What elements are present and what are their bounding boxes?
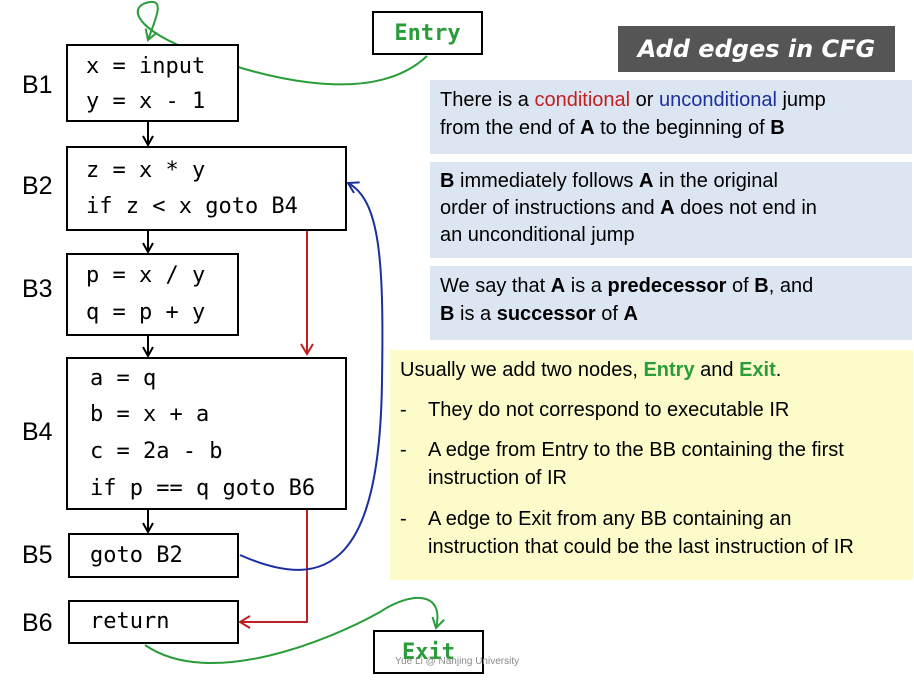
basic-block-b3 bbox=[66, 253, 239, 336]
note-jump: There is a conditional or unconditional … bbox=[430, 80, 912, 154]
block-label-b3: B3 bbox=[22, 275, 53, 303]
code-line: q = p + y bbox=[86, 300, 206, 325]
entry-node: Entry bbox=[372, 11, 483, 55]
basic-block-b4 bbox=[66, 357, 347, 510]
bullet-text: They do not correspond to executable IR bbox=[428, 399, 790, 421]
entry-exit-intro: Usually we add two nodes, Entry and Exit… bbox=[400, 359, 782, 381]
code-line: b = x + a bbox=[90, 402, 210, 427]
code-line: if z < x goto B4 bbox=[86, 194, 298, 219]
block-label-b6: B6 bbox=[22, 609, 53, 637]
block-label-b5: B5 bbox=[22, 541, 53, 569]
code-line: x = input bbox=[86, 54, 206, 79]
bullet-text: A edge to Exit from any BB containing an bbox=[428, 508, 792, 530]
note-follows: B immediately follows A in the original … bbox=[430, 162, 912, 258]
note-predecessor: We say that A is a predecessor of B, and… bbox=[430, 266, 912, 340]
entry-exit-note bbox=[390, 350, 913, 580]
slide-title: Add edges in CFG bbox=[618, 26, 895, 72]
block-label-b2: B2 bbox=[22, 172, 53, 200]
bullet-dash: - bbox=[400, 439, 407, 461]
code-line: z = x * y bbox=[86, 158, 206, 183]
block-label-b1: B1 bbox=[22, 71, 53, 99]
code-line: if p == q goto B6 bbox=[90, 476, 316, 501]
bullet-dash: - bbox=[400, 508, 407, 530]
exit-node: Exit bbox=[373, 630, 484, 674]
basic-block-b5 bbox=[68, 533, 239, 578]
bullet-text: instruction of IR bbox=[428, 467, 567, 489]
code-line: return bbox=[90, 609, 170, 634]
code-line: a = q bbox=[90, 366, 157, 391]
bullet-text: A edge from Entry to the BB containing t… bbox=[428, 439, 844, 461]
edge-b6-exit-green bbox=[144, 596, 445, 665]
code-line: p = x / y bbox=[86, 263, 206, 288]
bullet-dash: - bbox=[400, 399, 407, 421]
basic-block-b1 bbox=[66, 44, 239, 122]
bullet-text: instruction that could be the last instr… bbox=[428, 536, 854, 558]
edge-b4-b6-red bbox=[238, 510, 308, 629]
code-line: goto B2 bbox=[90, 543, 183, 568]
code-line: y = x - 1 bbox=[86, 89, 206, 114]
basic-block-b6 bbox=[68, 600, 239, 644]
basic-block-b2 bbox=[66, 146, 347, 231]
footer-credit: Yue Li @ Nanjing University bbox=[395, 656, 520, 667]
code-line: c = 2a - b bbox=[90, 439, 223, 464]
edge-b5-b2-blue bbox=[239, 181, 384, 571]
block-label-b4: B4 bbox=[22, 418, 53, 446]
